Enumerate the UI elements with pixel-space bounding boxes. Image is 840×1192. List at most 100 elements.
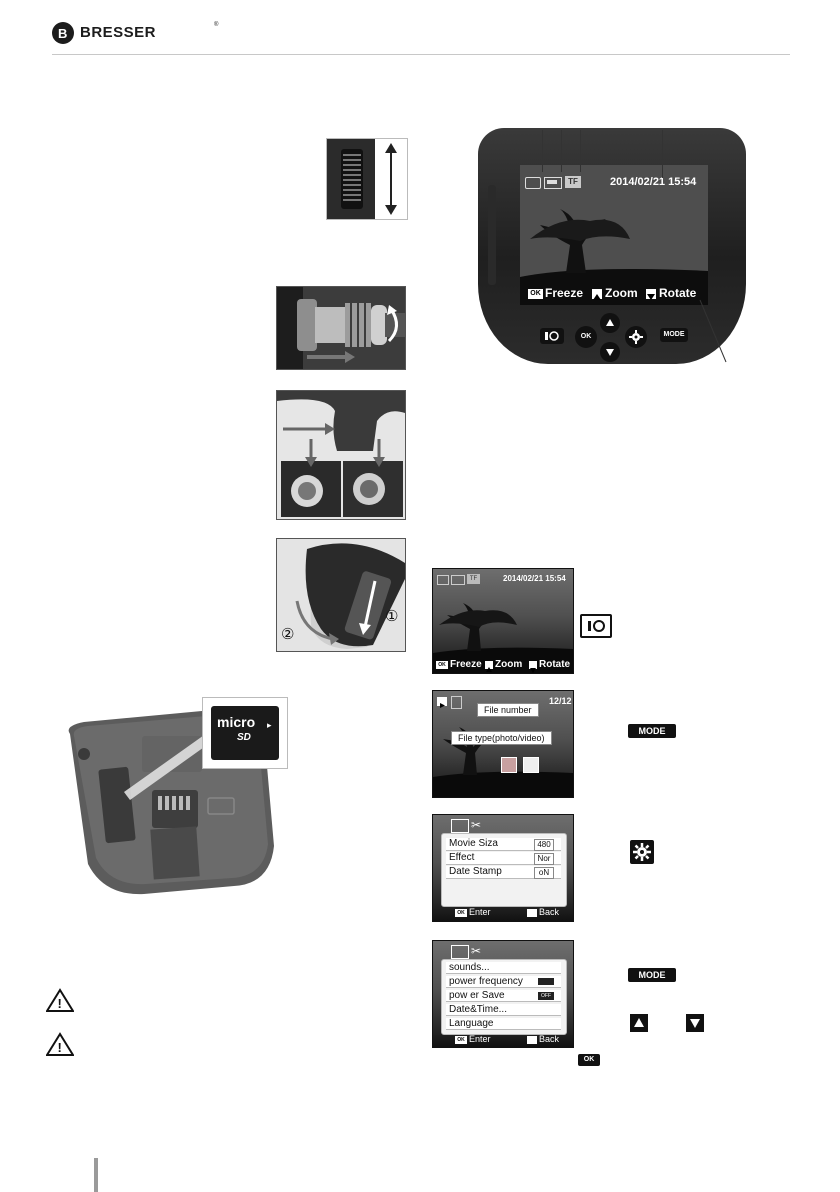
- header-divider: [52, 54, 790, 55]
- warning-icon-2: !: [45, 1032, 75, 1056]
- brand-logo-mark: B: [52, 22, 74, 44]
- focus-wheel-illustration: [327, 139, 397, 219]
- up-key-icon: [630, 1014, 648, 1032]
- capture-button[interactable]: [540, 328, 564, 344]
- settings-menu-panel: Movie Siza Effect Date Stamp 480 Nor oN: [441, 833, 567, 907]
- ok-button[interactable]: OK: [575, 326, 597, 348]
- thumb-playback: 12/12 File number File type(photo/video): [432, 690, 574, 798]
- callout-line-3: [580, 130, 581, 172]
- thumb-ok-icon: OK: [436, 661, 448, 669]
- settings-button[interactable]: [625, 326, 647, 348]
- cover-open-photo: ① ②: [276, 538, 406, 652]
- menu-row-sounds[interactable]: sounds...: [446, 962, 561, 974]
- cable-connector-illustration: [277, 287, 405, 369]
- thumb-rotate: Rotate: [539, 659, 571, 670]
- power-frequency-value: [538, 978, 554, 985]
- play-arrow-icon: ▸: [267, 720, 272, 730]
- menu-ok-icon: OK: [455, 909, 467, 917]
- arrow-down-icon: [606, 349, 614, 356]
- mode-key-icon-2: MODE: [628, 968, 676, 982]
- screen-date-time: 2014/02/21 15:54: [610, 176, 697, 188]
- capture-key-icon: [580, 614, 612, 638]
- cover-open-illustration: [277, 539, 405, 651]
- menu-row-movie-size[interactable]: Movie Siza: [446, 838, 561, 851]
- micro-sd-brand: micro: [217, 714, 256, 730]
- callout-line-2: [561, 130, 562, 172]
- svg-text:!: !: [58, 996, 62, 1011]
- thumb-playback-tree: [433, 727, 573, 797]
- zoom-key-icon: [592, 289, 602, 300]
- callout-line-4: [662, 130, 663, 178]
- camera-head-illustration: [277, 391, 405, 519]
- thumb-battery-icon: [451, 575, 465, 585]
- menu-enter-label: Enter: [469, 907, 491, 917]
- video-file-icon: [523, 757, 539, 773]
- svg-text:B: B: [58, 26, 67, 41]
- cable-connector-photo: [276, 286, 406, 370]
- date-stamp-value: oN: [534, 867, 554, 879]
- zoom-label: Zoom: [605, 286, 638, 300]
- menu-row-date-stamp[interactable]: Date Stamp: [446, 866, 561, 879]
- thumb-settings-menu: ✂ Movie Siza Effect Date Stamp 480 Nor o…: [432, 814, 574, 922]
- battery-icon: [544, 177, 562, 189]
- thumb-up-icon: [485, 661, 493, 672]
- svg-text:!: !: [58, 1040, 62, 1055]
- tools-menu-icon: ✂: [471, 818, 482, 832]
- gear-icon: [633, 843, 651, 861]
- thumb-date-time: 2014/02/21 15:54: [503, 574, 566, 583]
- ok-key-icon: OK: [528, 289, 543, 299]
- thumb-live-view: TF 2014/02/21 15:54 OK Freeze Zoom Rotat…: [432, 568, 574, 674]
- rotate-label: Rotate: [659, 286, 697, 300]
- menu-ok-icon-2: OK: [455, 1036, 467, 1044]
- thumb-freeze: Freeze: [450, 659, 482, 670]
- step-1-marker: ①: [385, 608, 399, 625]
- rotate-key-icon: [646, 289, 656, 300]
- tree-silhouette: [520, 209, 708, 305]
- down-key-icon: [686, 1014, 704, 1032]
- brand-registered-mark: ®: [214, 22, 219, 28]
- focus-wheel-photo: [326, 138, 408, 220]
- file-counter: 12/12: [549, 696, 572, 706]
- warning-icon: !: [45, 988, 75, 1012]
- thumb-tree: [433, 603, 573, 673]
- menu-row-language[interactable]: Language: [446, 1018, 561, 1030]
- menu-back-label-2: Back: [539, 1034, 560, 1044]
- file-type-icon: [451, 696, 462, 709]
- tools-menu-icon-2: ✂: [471, 944, 482, 958]
- device-screen: TF 2014/02/21 15:54 OK Freeze Zoom Rotat…: [520, 165, 708, 305]
- menu-row-power-save[interactable]: pow er Save: [446, 990, 561, 1002]
- mode-button[interactable]: MODE: [660, 328, 688, 342]
- thumb-zoom: Zoom: [495, 659, 523, 670]
- up-button[interactable]: [600, 313, 620, 333]
- menu-back-icon-2: [527, 1036, 537, 1044]
- thumb-tf-badge: TF: [467, 574, 480, 584]
- micro-sd-card-callout: micro SD ▸: [202, 697, 288, 769]
- menu-row-date-time[interactable]: Date&Time...: [446, 1004, 561, 1016]
- tf-card-badge: TF: [565, 176, 581, 188]
- menu-back-icon: [527, 909, 537, 917]
- thumb-camera-icon: [437, 575, 449, 585]
- callout-line-1: [542, 130, 543, 172]
- camera-mode-icon: [525, 177, 541, 189]
- capture-icon: [545, 331, 559, 341]
- callout-line-5: [698, 298, 728, 364]
- menu-back-label: Back: [539, 907, 560, 917]
- settings-key-icon: [630, 840, 654, 864]
- mode-key-icon: MODE: [628, 724, 676, 738]
- device-side-grip: [488, 185, 496, 285]
- menu-row-power-frequency[interactable]: power frequency: [446, 976, 561, 988]
- playback-mode-icon: [437, 697, 447, 708]
- system-menu-panel: sounds... power frequency pow er Save Da…: [441, 959, 567, 1035]
- menu-enter-label-2: Enter: [469, 1034, 491, 1044]
- micro-sd-card: micro SD ▸: [211, 706, 279, 760]
- file-number-label: File number: [477, 703, 539, 717]
- page-edge-marker: [94, 1158, 98, 1192]
- power-save-value: OFF: [538, 992, 554, 1000]
- movie-size-value: 480: [534, 839, 554, 851]
- down-button[interactable]: [600, 342, 620, 362]
- step-2-marker: ②: [281, 626, 295, 643]
- micro-sd-sub: SD: [237, 732, 251, 743]
- movie-menu-icon-2: [451, 945, 469, 959]
- menu-row-effect[interactable]: Effect: [446, 852, 561, 865]
- file-type-label: File type(photo/video): [451, 731, 552, 745]
